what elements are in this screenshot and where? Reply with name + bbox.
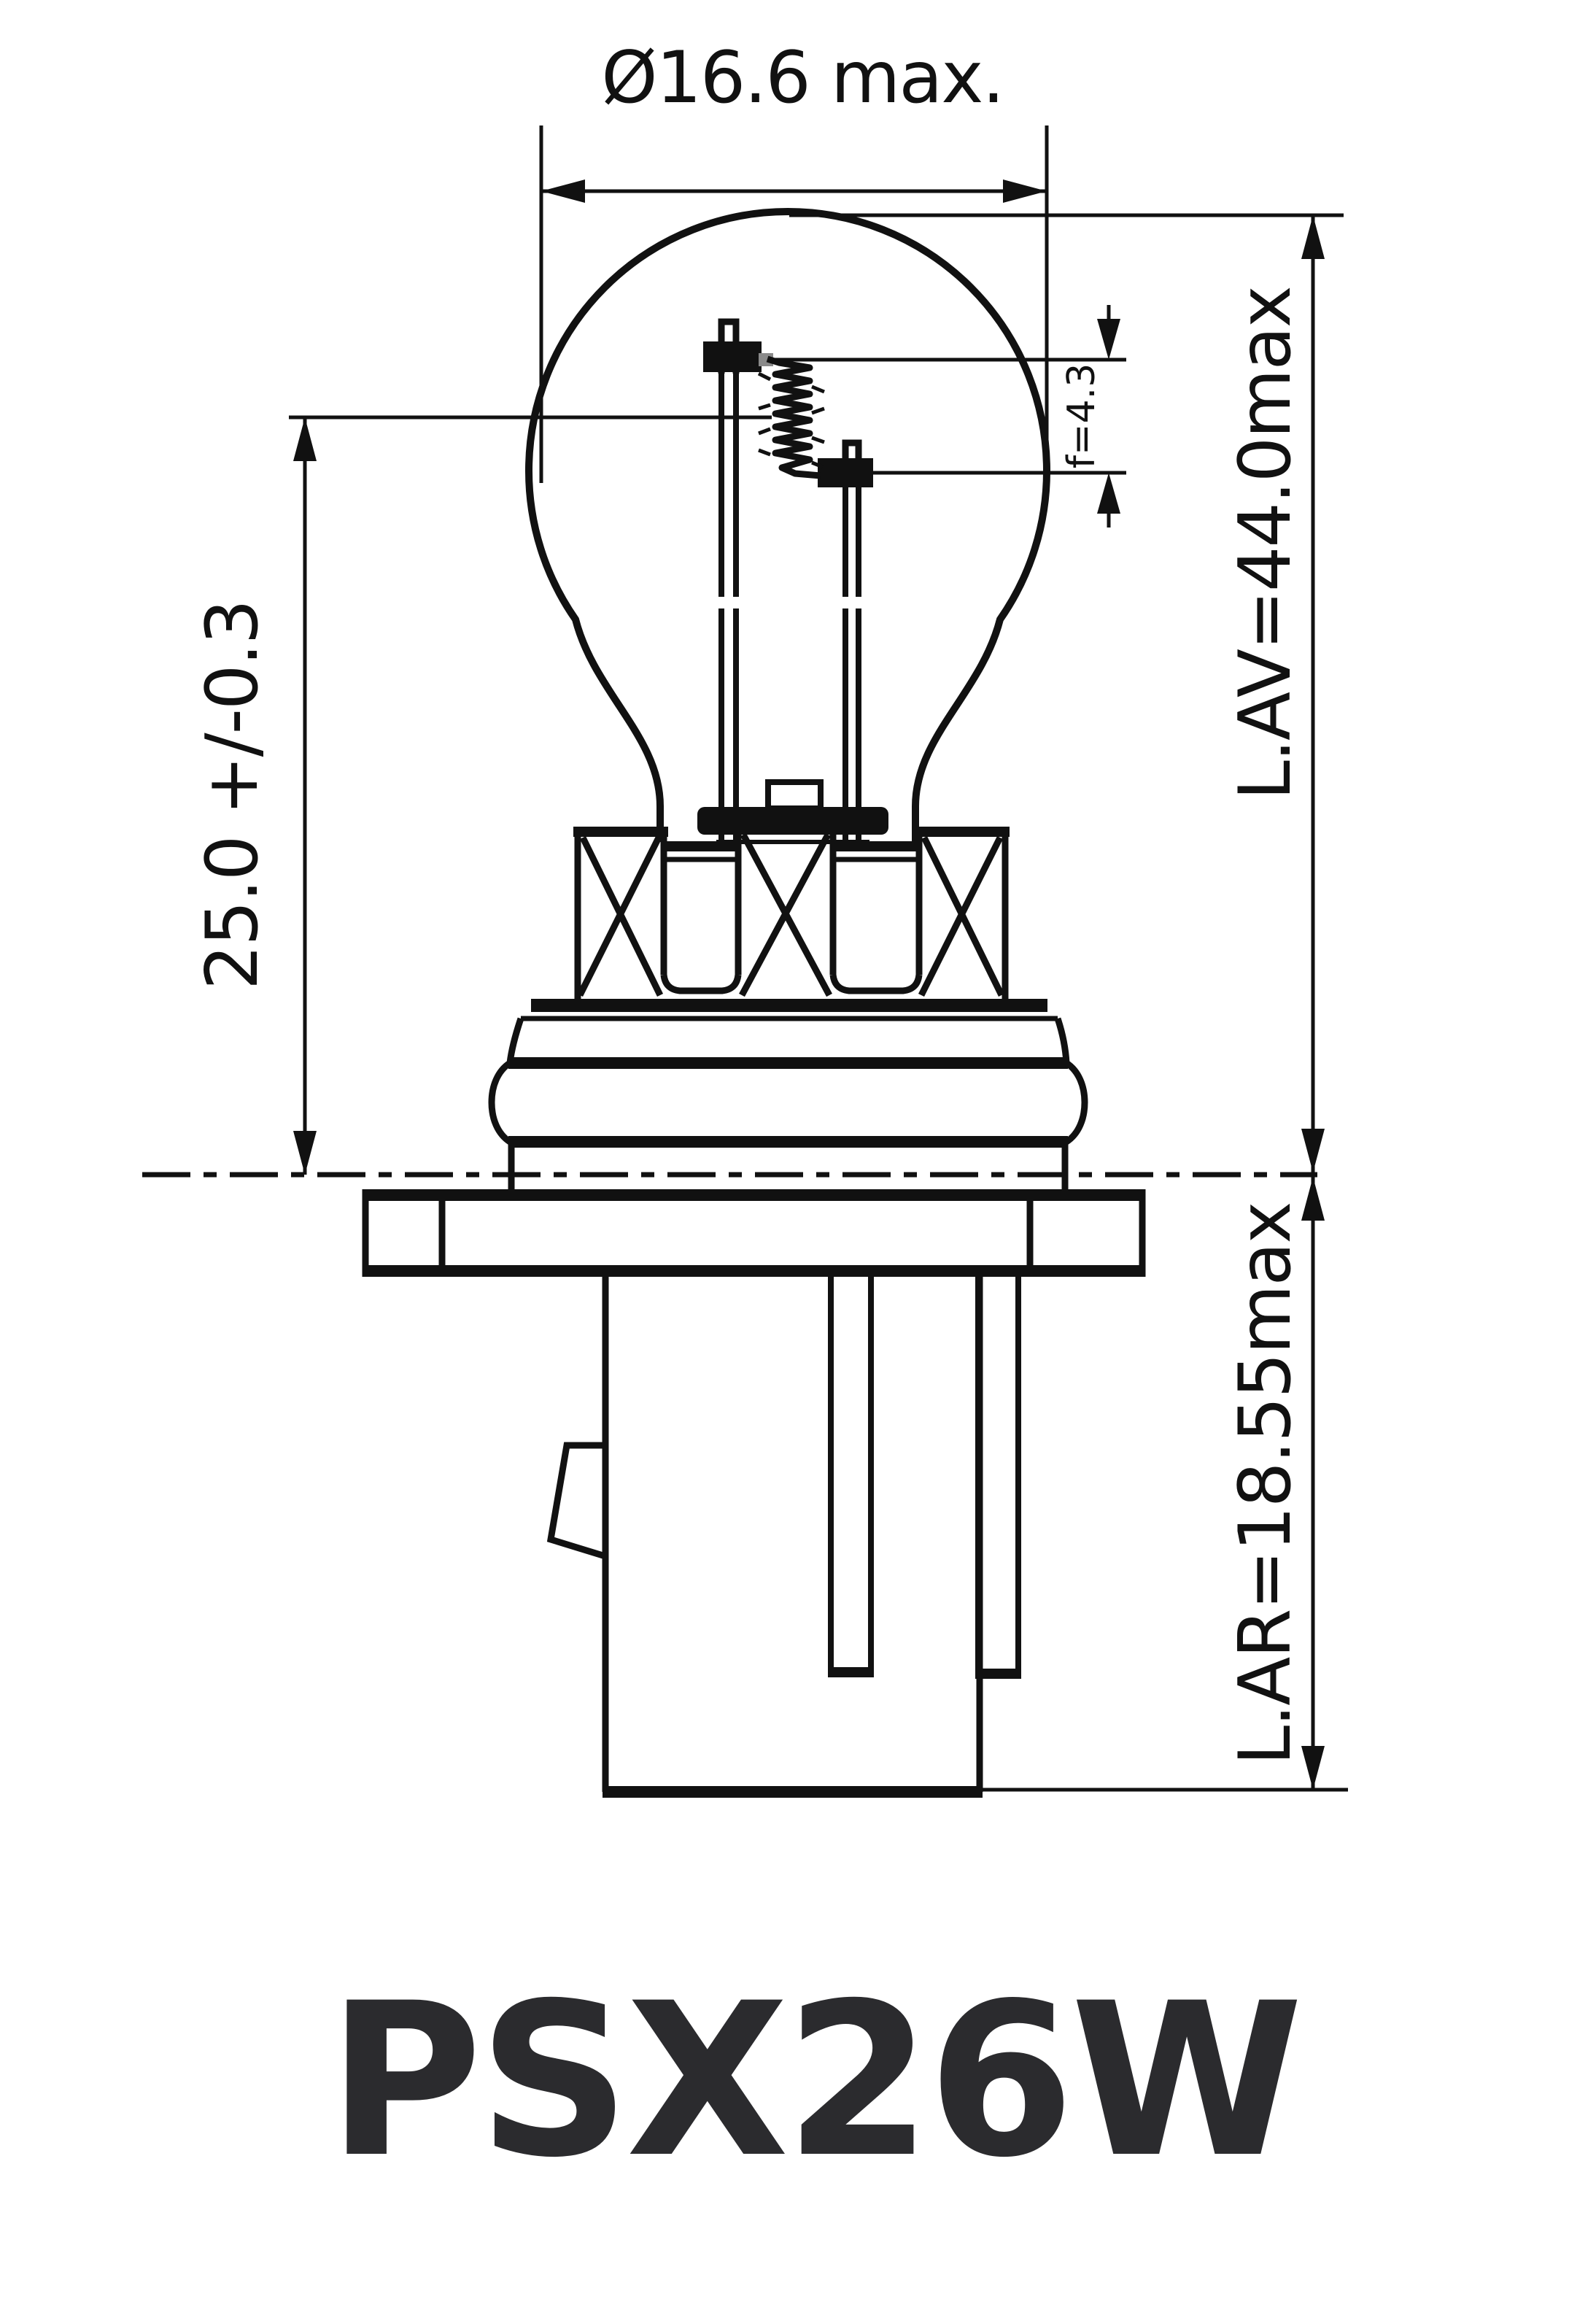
serrated-collar — [521, 824, 1058, 1021]
dimension-overall-length-front: L.AV=44.0max — [789, 213, 1344, 1172]
socket-body — [602, 1271, 983, 1798]
filament-clamp-left — [703, 341, 762, 372]
keying-tab — [546, 1442, 609, 1561]
ring-bulge — [488, 1017, 1088, 1195]
filament-coil — [766, 355, 821, 479]
flange — [362, 1189, 1146, 1277]
filament-coil-spikes — [757, 371, 825, 469]
dimension-rear-length: L.AR=18.55max — [983, 1177, 1348, 1792]
label-rear-length: L.AR=18.55max — [1224, 1202, 1307, 1765]
terminal-pin-slot-1 — [828, 1271, 874, 1677]
filament-clamp-right — [818, 458, 873, 487]
dimension-filament-length: f=4.3 — [775, 305, 1126, 528]
left-lead-wire — [718, 318, 740, 843]
label-overall-length-front: L.AV=44.0max — [1224, 287, 1307, 800]
label-light-center-length: 25.0 +/-0.3 — [191, 600, 274, 990]
exhaust-tip — [765, 779, 824, 811]
dimension-light-center-length: 25.0 +/-0.3 — [191, 415, 772, 1175]
part-number-label: PSX26W — [328, 1958, 1299, 2204]
label-bulb-diameter: Ø16.6 max. — [601, 36, 1003, 120]
label-filament-length: f=4.3 — [1060, 363, 1104, 469]
dimension-diameter: Ø16.6 max. — [539, 36, 1049, 483]
terminal-pin-slot-2 — [975, 1271, 1021, 1679]
bulb-glass-outline — [524, 208, 1051, 842]
right-lead-wire — [842, 439, 862, 843]
